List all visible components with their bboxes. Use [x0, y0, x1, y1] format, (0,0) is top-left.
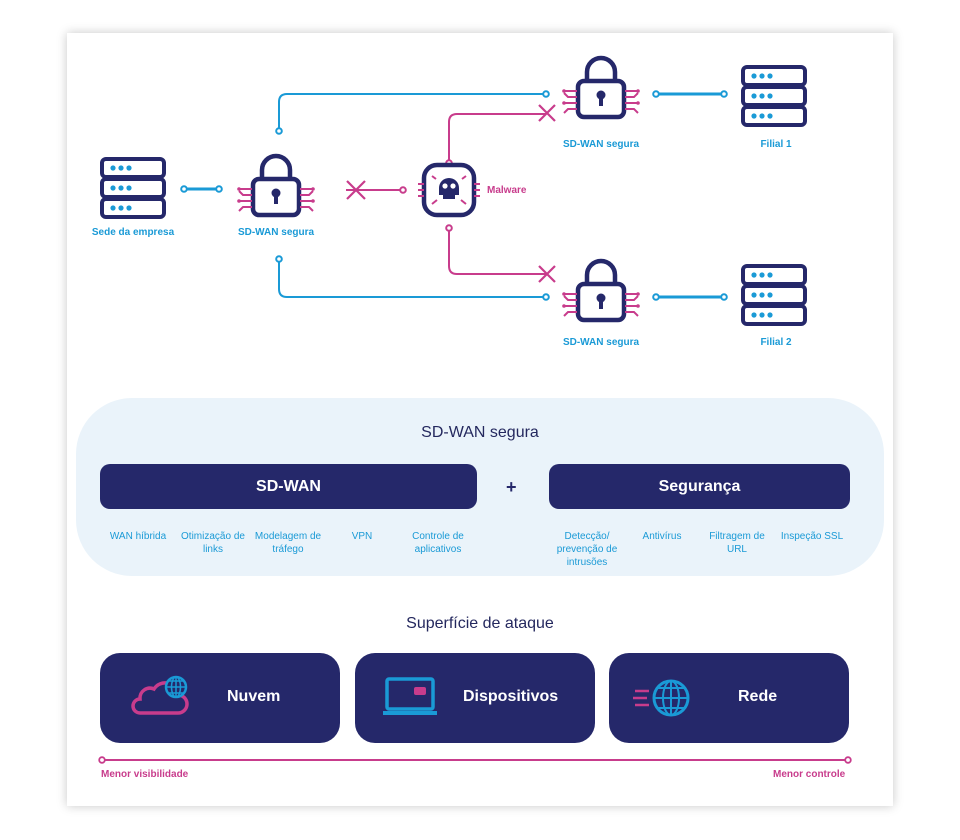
attack-surface-title: Superfície de ataque	[406, 615, 554, 632]
network-card: Rede	[609, 653, 849, 743]
feature-item: Filtragem de URL	[709, 531, 765, 555]
feature-item: Detecção/ prevenção de intrusões	[556, 531, 618, 568]
branch2-label: Filial 2	[760, 337, 792, 348]
malware-label: Malware	[487, 185, 527, 196]
sdwan-top-label: SD-WAN segura	[562, 139, 640, 150]
sdwan-main-label: SD-WAN segura	[237, 227, 315, 238]
hq-label: Sede da empresa	[91, 227, 175, 238]
low-visibility-label: Menor visibilidade	[101, 769, 189, 780]
sdwan-top-lock-icon	[562, 58, 640, 117]
devices-card: Dispositivos	[355, 653, 595, 743]
plus-sign: +	[506, 477, 517, 497]
low-control-label: Menor controle	[773, 769, 846, 780]
devices-label: Dispositivos	[463, 688, 559, 705]
malware-skull-icon	[418, 162, 480, 218]
sdwan-bottom-lock-icon	[562, 261, 640, 320]
feature-item: VPN	[351, 531, 373, 542]
branch1-label: Filial 1	[760, 139, 792, 150]
globe-network-icon	[633, 679, 690, 717]
panel-title: SD-WAN segura	[421, 424, 539, 441]
feature-item: Controle de aplicativos	[412, 531, 464, 555]
network-label: Rede	[738, 688, 778, 705]
feature-item: Modelagem de tráfego	[254, 531, 322, 555]
branch2-server-icon	[741, 264, 807, 326]
blocked-x-icon	[538, 265, 556, 283]
visibility-control-scale	[98, 756, 852, 764]
network-diagram	[100, 0, 807, 326]
laptop-icon	[383, 677, 437, 715]
feature-item: Antivírus	[642, 531, 682, 542]
branch1-server-icon	[741, 65, 807, 127]
sdwan-lock-icon	[237, 156, 315, 215]
sdwan-pill: SD-WAN	[100, 464, 477, 509]
sdwan-bottom-label: SD-WAN segura	[562, 337, 640, 348]
blocked-x-icon	[538, 104, 556, 122]
cloud-label: Nuvem	[227, 688, 281, 705]
feature-item: Inspeção SSL	[780, 531, 844, 542]
feature-item: Otimização de links	[181, 531, 245, 555]
feature-item: WAN híbrida	[109, 531, 167, 542]
hq-server-icon	[100, 157, 166, 219]
security-pill: Segurança	[549, 464, 850, 509]
blocked-x-icon	[346, 180, 366, 200]
cloud-card: Nuvem	[100, 653, 340, 743]
cloud-icon	[131, 675, 189, 715]
